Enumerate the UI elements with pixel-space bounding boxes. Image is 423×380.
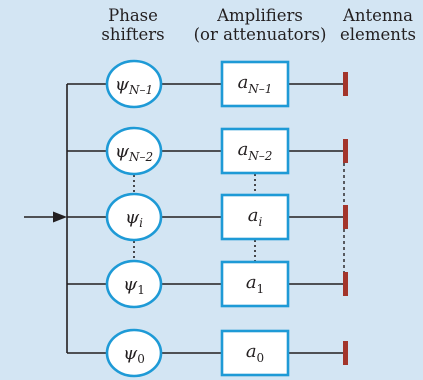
phase-shifter-label: ψ0 — [123, 343, 145, 366]
header-amp-line1: Amplifiers — [217, 6, 303, 25]
phase-shifter-label: ψN–1 — [115, 74, 153, 97]
header-phase-line1: Phase — [108, 6, 158, 25]
amplifier-box — [220, 60, 290, 108]
header-ant-line2: elements — [340, 25, 416, 44]
header-antenna-elements: Antenna elements — [336, 6, 420, 44]
phase-shifter-label: ψi — [125, 207, 143, 230]
header-amplifiers: Amplifiers (or attenuators) — [175, 6, 345, 44]
header-phase-shifters: Phase shifters — [95, 6, 171, 44]
antenna-element — [343, 139, 348, 163]
antenna-element — [343, 272, 348, 296]
amplifier-label: a1 — [246, 272, 264, 296]
phase-shifter-circle — [105, 192, 163, 242]
input-arrowhead — [53, 211, 67, 223]
amplifier-box — [220, 193, 290, 241]
phase-shifter-circle — [105, 59, 163, 109]
amplifier-box — [220, 127, 290, 175]
amplifier-label: aN–1 — [238, 72, 273, 96]
phase-shifter-circle — [105, 259, 163, 309]
phase-shifter-circle — [105, 126, 163, 176]
antenna-element — [343, 72, 348, 96]
antenna-element — [343, 205, 348, 229]
amplifier-box — [220, 329, 290, 377]
phase-shifter-circle — [105, 328, 163, 378]
phase-shifter-label: ψ1 — [123, 274, 145, 297]
amplifier-label: aN–2 — [238, 139, 273, 163]
header-ant-line1: Antenna — [342, 6, 414, 25]
header-amp-line2: (or attenuators) — [193, 25, 327, 44]
header-phase-line2: shifters — [101, 25, 165, 44]
amplifier-box — [220, 260, 290, 308]
antenna-element — [343, 341, 348, 365]
amplifier-label: a0 — [246, 341, 264, 365]
phase-shifter-label: ψN–2 — [115, 141, 153, 164]
amplifier-label: ai — [248, 205, 263, 229]
